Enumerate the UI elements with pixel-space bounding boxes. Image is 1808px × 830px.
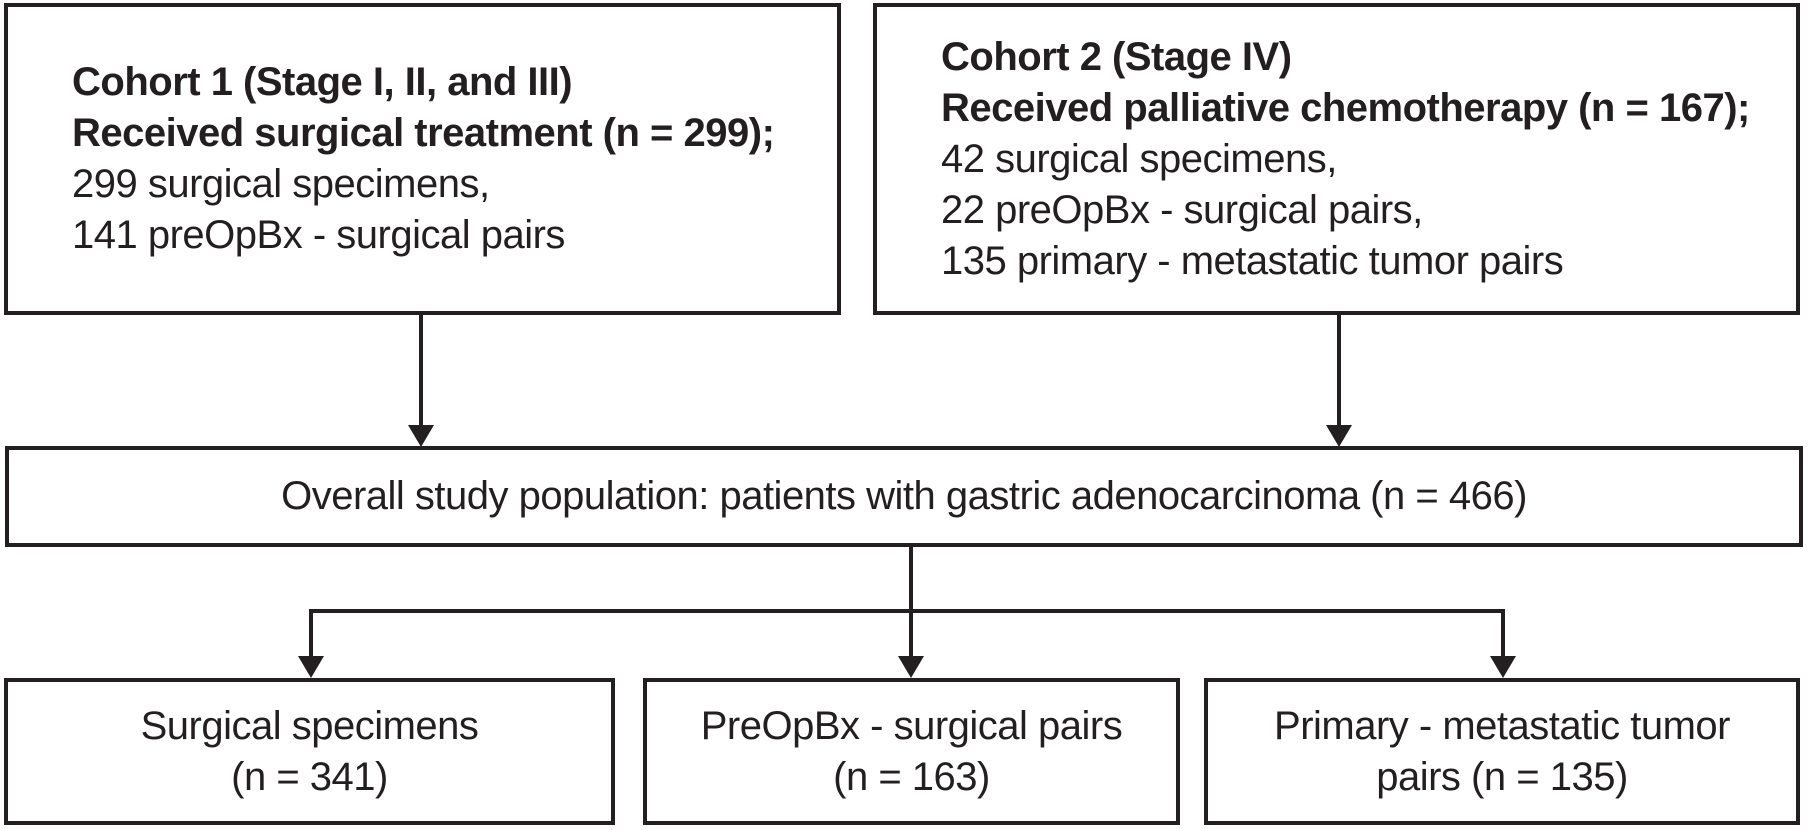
overall-population-box: Overall study population: patients with … bbox=[5, 446, 1803, 547]
branch-to-primary-arrowhead-icon bbox=[1490, 656, 1516, 678]
cohort1-specimens: 299 surgical specimens, bbox=[72, 162, 490, 206]
cohort1-treatment: Received surgical treatment (n = 299); bbox=[72, 111, 775, 155]
cohort2-title: Cohort 2 (Stage IV) bbox=[941, 34, 1292, 79]
cohort1-pairs: 141 preOpBx - surgical pairs bbox=[72, 213, 565, 257]
preopbx-pairs-box: PreOpBx - surgical pairs (n = 163) bbox=[643, 678, 1180, 825]
surgical-specimens-count: (n = 341) bbox=[231, 754, 388, 799]
surgical-specimens-label: Surgical specimens bbox=[140, 703, 479, 748]
overall-population-text: Overall study population: patients with … bbox=[281, 474, 1527, 518]
branch-left-drop-line bbox=[309, 609, 313, 657]
primary-metastatic-label: Primary - metastatic tumor bbox=[1274, 703, 1730, 748]
preopbx-pairs-label: PreOpBx - surgical pairs bbox=[700, 703, 1123, 748]
overall-to-preopbx-arrowhead-icon bbox=[898, 656, 924, 678]
cohort2-tumor-pairs: 135 primary - metastatic tumor pairs bbox=[941, 238, 1564, 283]
cohort2-surgical-pairs: 22 preOpBx - surgical pairs, bbox=[941, 187, 1423, 232]
overall-center-stem-line bbox=[909, 547, 913, 657]
cohort1-to-overall-line bbox=[419, 315, 423, 427]
cohort1-box: Cohort 1 (Stage I, II, and III) Received… bbox=[4, 3, 841, 315]
cohort1-title: Cohort 1 (Stage I, II, and III) bbox=[72, 60, 573, 104]
branch-to-surgical-arrowhead-icon bbox=[298, 656, 324, 678]
surgical-specimens-box: Surgical specimens (n = 341) bbox=[4, 678, 615, 825]
cohort2-to-overall-line bbox=[1337, 315, 1341, 427]
cohort2-box: Cohort 2 (Stage IV) Received palliative … bbox=[873, 3, 1800, 315]
cohort1-to-overall-arrowhead-icon bbox=[408, 425, 434, 447]
cohort2-specimens: 42 surgical specimens, bbox=[941, 136, 1337, 181]
cohort2-treatment: Received palliative chemotherapy (n = 16… bbox=[941, 85, 1750, 130]
primary-metastatic-box: Primary - metastatic tumor pairs (n = 13… bbox=[1204, 678, 1800, 825]
cohort2-to-overall-arrowhead-icon bbox=[1326, 425, 1352, 447]
branch-distribution-line bbox=[309, 609, 1505, 613]
primary-metastatic-count: pairs (n = 135) bbox=[1376, 754, 1628, 799]
branch-right-drop-line bbox=[1501, 609, 1505, 657]
preopbx-pairs-count: (n = 163) bbox=[833, 754, 990, 799]
